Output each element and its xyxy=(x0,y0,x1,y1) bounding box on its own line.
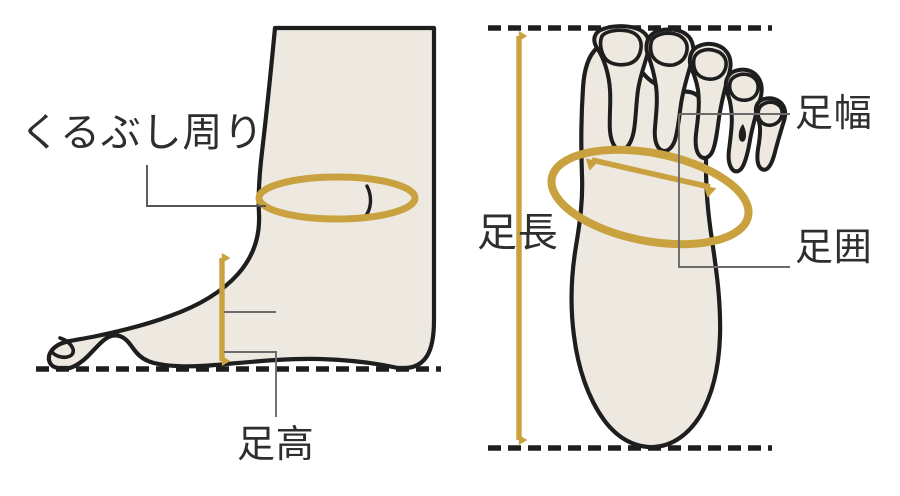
label-foot-length: 足長 xyxy=(477,210,559,256)
ankle-circumference-band xyxy=(255,173,419,223)
toenail-third xyxy=(691,47,728,81)
foot-height-label-leader-line xyxy=(224,351,277,417)
side-view-panel xyxy=(36,25,441,417)
foot-girth-arrow xyxy=(585,157,717,198)
ankle-label-leader-line xyxy=(146,165,266,207)
foot-girth-band xyxy=(547,145,753,249)
top-view-panel xyxy=(488,24,790,451)
toenail-big xyxy=(598,28,643,67)
label-foot-height: 足高 xyxy=(237,422,315,466)
label-foot-girth: 足囲 xyxy=(795,225,873,269)
toe-crease-mark xyxy=(738,124,747,142)
side-foot-silhouette xyxy=(46,25,437,371)
toenail-second xyxy=(648,31,689,67)
toenail-fourth xyxy=(727,72,760,103)
label-foot-width: 足幅 xyxy=(795,91,873,135)
side-big-toe-crease xyxy=(51,336,76,360)
label-ankle-circumference: くるぶし周り xyxy=(20,110,264,156)
foot-width-bracket xyxy=(678,114,790,268)
